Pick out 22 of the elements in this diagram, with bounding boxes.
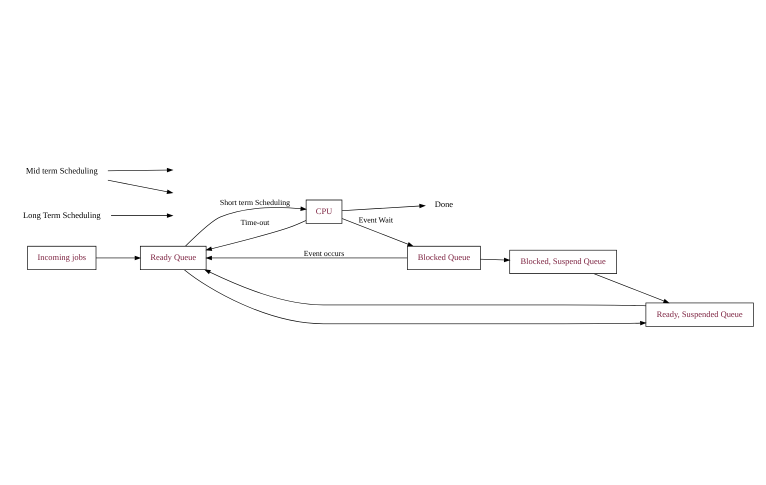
arrow	[185, 206, 308, 246]
arrow	[108, 179, 174, 194]
node-box: Blocked, Suspend Queue	[509, 249, 617, 274]
arrow	[110, 212, 174, 218]
arrow	[480, 257, 511, 262]
node-box: Ready, Suspended Queue	[646, 302, 754, 326]
arrow	[205, 255, 408, 260]
node-text: Mid term Scheduling	[26, 165, 98, 176]
arrow	[205, 220, 306, 250]
arrow	[184, 269, 647, 325]
node-box: Ready Queue	[140, 245, 206, 270]
arrow	[342, 218, 414, 246]
arrow	[204, 268, 646, 306]
arrow	[342, 203, 426, 210]
node-box: CPU	[306, 199, 342, 224]
arrow	[108, 167, 174, 172]
node-box: Incoming jobs	[27, 245, 96, 270]
node-box: Blocked Queue	[407, 245, 481, 270]
arrow	[594, 272, 670, 303]
node-text: Done	[434, 198, 454, 208]
node-text: Long Term Scheduling	[22, 209, 101, 220]
arrow	[96, 255, 142, 260]
